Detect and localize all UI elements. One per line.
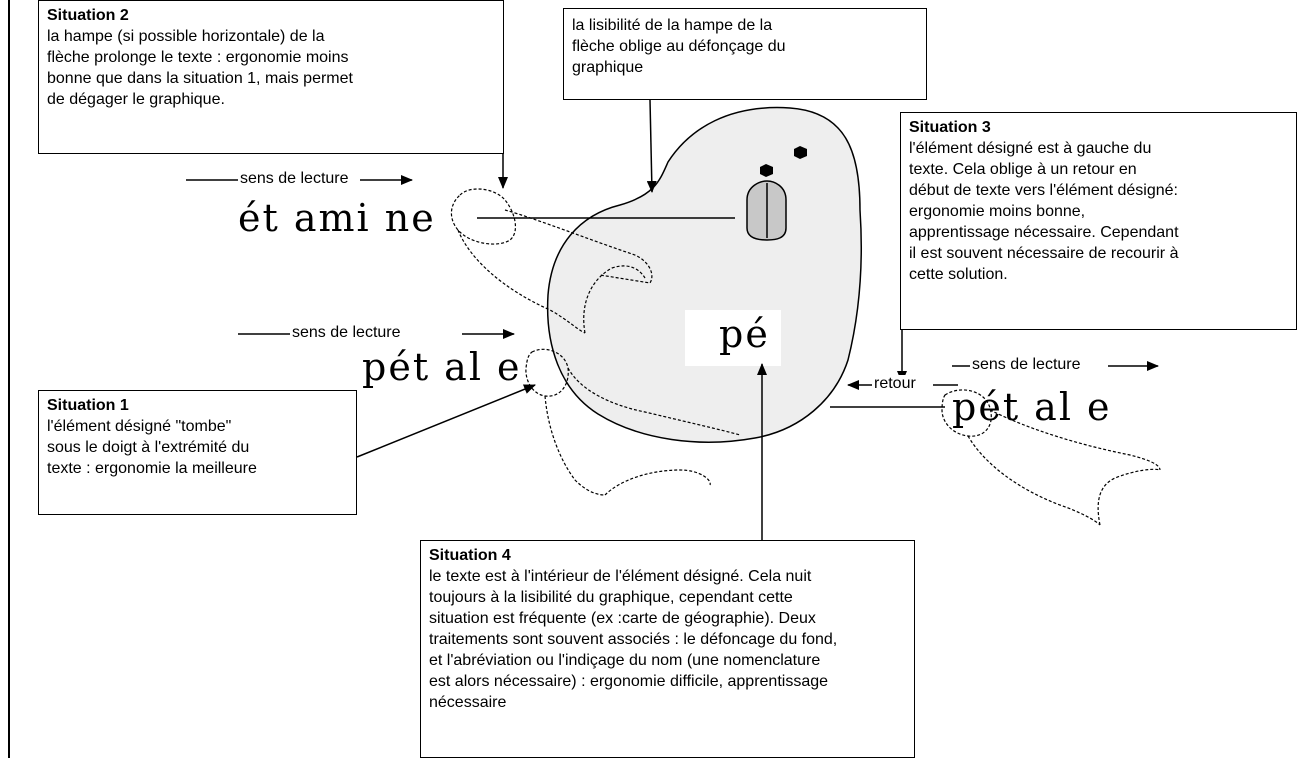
word-petale-right: pét al e (952, 385, 1112, 429)
situation-4-box: Situation 4 le texte est à l'intérieur d… (420, 540, 915, 758)
situation-1-text: l'élément désigné "tombe" sous le doigt … (47, 418, 257, 477)
finger-outline-petale-right (941, 389, 1161, 526)
situation-4-title: Situation 4 (429, 547, 511, 564)
situation-1-title: Situation 1 (47, 397, 129, 414)
situation-3-box: Situation 3 l'élément désigné est à gauc… (900, 112, 1297, 330)
top-note-arrow (646, 99, 657, 193)
dot-left (760, 164, 773, 177)
return-label: retour (872, 375, 918, 393)
situation-2-title: Situation 2 (47, 7, 129, 24)
finger-outline-etamine (450, 188, 653, 334)
page-margin-rule (8, 0, 10, 758)
situation-2-text: la hampe (si possible horizontale) de la… (47, 28, 353, 108)
reading-direction-label-2: sens de lecture (290, 324, 403, 342)
situation-2-box: Situation 2 la hampe (si possible horizo… (38, 0, 504, 154)
pe-knockout (685, 310, 781, 366)
situation-1-box: Situation 1 l'élément désigné "tombe" so… (38, 390, 357, 515)
word-etamine: ét ami ne (238, 196, 436, 240)
top-note-text: la lisibilité de la hampe de la flèche o… (572, 17, 786, 76)
situation-3-title: Situation 3 (909, 119, 991, 136)
finger-outline-petale-left (525, 348, 741, 496)
s1-pointer-line (356, 384, 536, 458)
word-petale-left: pét al e (362, 345, 522, 389)
word-pe: pé (719, 312, 770, 356)
situation-4-text: le texte est à l'intérieur de l'élément … (429, 568, 838, 711)
petal-blob (546, 106, 862, 443)
reading-direction-label-1: sens de lecture (238, 170, 351, 188)
top-note-box: la lisibilité de la hampe de la flèche o… (563, 8, 927, 100)
situation-3-text: l'élément désigné est à gauche du texte.… (909, 140, 1179, 283)
reading-direction-label-3: sens de lecture (970, 356, 1083, 374)
dot-right (794, 146, 807, 159)
